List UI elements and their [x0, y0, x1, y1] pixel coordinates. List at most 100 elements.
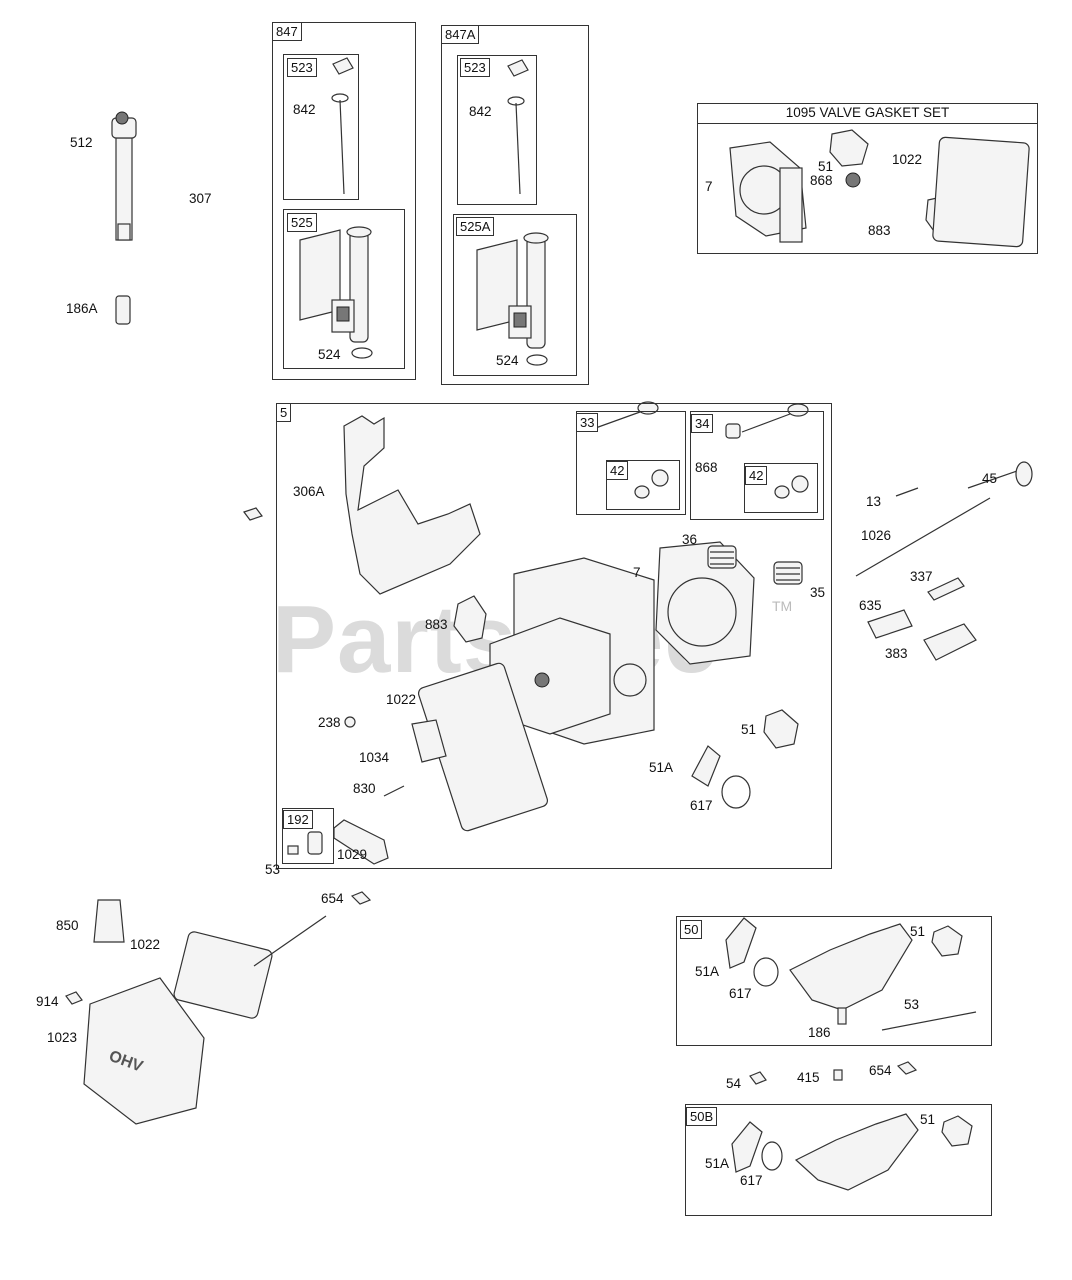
kit-tag-5[interactable]: 5	[276, 403, 292, 422]
cap-635[interactable]	[867, 609, 913, 639]
label-manifold-b-51[interactable]: 51	[920, 1112, 936, 1127]
label-manifold-b-617[interactable]: 617	[740, 1173, 763, 1188]
label-1022[interactable]: 1022	[386, 692, 417, 707]
label-54[interactable]: 54	[726, 1076, 742, 1091]
label-36[interactable]: 36	[682, 532, 698, 547]
label-524a[interactable]: 524	[318, 347, 341, 362]
kit-tag-525[interactable]: 525	[287, 213, 317, 232]
plate-1034[interactable]	[411, 719, 447, 763]
label-830[interactable]: 830	[353, 781, 376, 796]
label-238[interactable]: 238	[318, 715, 341, 730]
label-186a[interactable]: 186A	[66, 301, 98, 316]
tube-assembly-525a[interactable]	[476, 232, 549, 349]
label-654b[interactable]: 654	[869, 1063, 892, 1078]
nut-654[interactable]	[350, 891, 372, 905]
kit-tag-523b[interactable]: 523	[460, 58, 490, 77]
kit-tag-34[interactable]: 34	[691, 414, 714, 433]
push-rod-1026[interactable]	[855, 497, 991, 577]
valve-spring-35[interactable]	[773, 561, 803, 585]
label-654[interactable]: 654	[321, 891, 344, 906]
gasket-51[interactable]	[763, 709, 799, 749]
label-842b[interactable]: 842	[469, 104, 492, 119]
shield-306a[interactable]	[343, 415, 481, 595]
dipstick-tube-512[interactable]	[111, 111, 137, 241]
label-306a[interactable]: 306A	[293, 484, 325, 499]
kit-tag-50[interactable]: 50	[680, 920, 703, 939]
valve-34[interactable]	[725, 403, 809, 439]
o-ring-524b[interactable]	[526, 354, 548, 366]
bolt-13[interactable]	[895, 487, 919, 497]
label-51a[interactable]: 51A	[649, 760, 674, 775]
label-337[interactable]: 337	[910, 569, 933, 584]
fitting-186a[interactable]	[115, 295, 131, 325]
plug-238[interactable]	[344, 716, 356, 728]
screw-914[interactable]	[65, 991, 83, 1005]
label-45[interactable]: 45	[982, 471, 998, 486]
rocker-gasket-1022[interactable]	[417, 662, 549, 832]
label-valve-cover-gasket-1022[interactable]: 1022	[130, 937, 161, 952]
o-ring-524a[interactable]	[351, 347, 373, 359]
kit-tag-50b[interactable]: 50B	[686, 1107, 718, 1126]
kit-tag-523a[interactable]: 523	[287, 58, 317, 77]
valve-45[interactable]	[967, 461, 1033, 489]
valve-keeper-42a[interactable]	[634, 469, 669, 499]
label-842a[interactable]: 842	[293, 102, 316, 117]
label-1023[interactable]: 1023	[47, 1030, 78, 1045]
label-850[interactable]: 850	[56, 918, 79, 933]
label-415[interactable]: 415	[797, 1070, 820, 1085]
kit-tag-42a[interactable]: 42	[606, 461, 629, 480]
label-1026[interactable]: 1026	[861, 528, 892, 543]
label-35[interactable]: 35	[810, 585, 826, 600]
label-883[interactable]: 883	[425, 617, 448, 632]
breather-tube[interactable]	[253, 915, 327, 967]
gasket-883[interactable]	[453, 595, 487, 643]
label-617[interactable]: 617	[690, 798, 713, 813]
cylinder-head[interactable]	[489, 557, 655, 745]
label-1034[interactable]: 1034	[359, 750, 390, 765]
valve-spring-36[interactable]	[707, 545, 737, 569]
valve-cover-1023[interactable]: OHV	[83, 977, 205, 1125]
kit-tag-847[interactable]: 847	[272, 22, 302, 41]
kit-tag-192[interactable]: 192	[283, 810, 313, 829]
label-gasket-51[interactable]: 51	[818, 159, 834, 174]
kit-tag-33[interactable]: 33	[576, 413, 599, 432]
adjusting-screw-192[interactable]	[287, 831, 323, 855]
plug-415[interactable]	[833, 1069, 843, 1081]
label-307[interactable]: 307	[189, 191, 212, 206]
breather-383[interactable]	[923, 623, 977, 661]
label-gasket-883[interactable]: 883	[868, 223, 891, 238]
dipstick-523b[interactable]	[507, 59, 529, 195]
intake-manifold-50b[interactable]	[731, 1113, 973, 1191]
label-1029[interactable]: 1029	[337, 847, 368, 862]
label-manifold-b-51a[interactable]: 51A	[705, 1156, 730, 1171]
rocker-arm-1029[interactable]	[333, 819, 389, 865]
label-51[interactable]: 51	[741, 722, 757, 737]
label-manifold-186[interactable]: 186	[808, 1025, 831, 1040]
label-gasket-7[interactable]: 7	[705, 179, 713, 194]
valve-cover-gasket-1022[interactable]	[173, 931, 273, 1020]
label-gasket-868[interactable]: 868	[810, 173, 833, 188]
label-914[interactable]: 914	[36, 994, 59, 1009]
kit-tag-525a[interactable]: 525A	[456, 217, 495, 236]
nut-654b[interactable]	[896, 1061, 918, 1075]
sealant-tube-850[interactable]	[93, 899, 125, 943]
label-gasket-1022[interactable]: 1022	[892, 152, 923, 167]
label-524b[interactable]: 524	[496, 353, 519, 368]
spark-plug-337[interactable]	[927, 577, 965, 601]
label-635[interactable]: 635	[859, 598, 882, 613]
label-53[interactable]: 53	[265, 862, 281, 877]
label-manifold-51[interactable]: 51	[910, 924, 926, 939]
label-manifold-51a[interactable]: 51A	[695, 964, 720, 979]
gasket-set-title[interactable]: 1095 VALVE GASKET SET	[785, 105, 950, 120]
bolt[interactable]	[243, 507, 263, 521]
seal-617[interactable]	[721, 775, 751, 809]
label-manifold-53[interactable]: 53	[904, 997, 920, 1012]
label-383[interactable]: 383	[885, 646, 908, 661]
kit-tag-847a[interactable]: 847A	[441, 25, 480, 44]
label-13[interactable]: 13	[866, 494, 882, 509]
label-512[interactable]: 512	[70, 135, 93, 150]
head-gasket-7[interactable]	[655, 541, 755, 665]
dipstick-523a[interactable]	[331, 57, 354, 195]
label-manifold-617[interactable]: 617	[729, 986, 752, 1001]
label-868[interactable]: 868	[695, 460, 718, 475]
